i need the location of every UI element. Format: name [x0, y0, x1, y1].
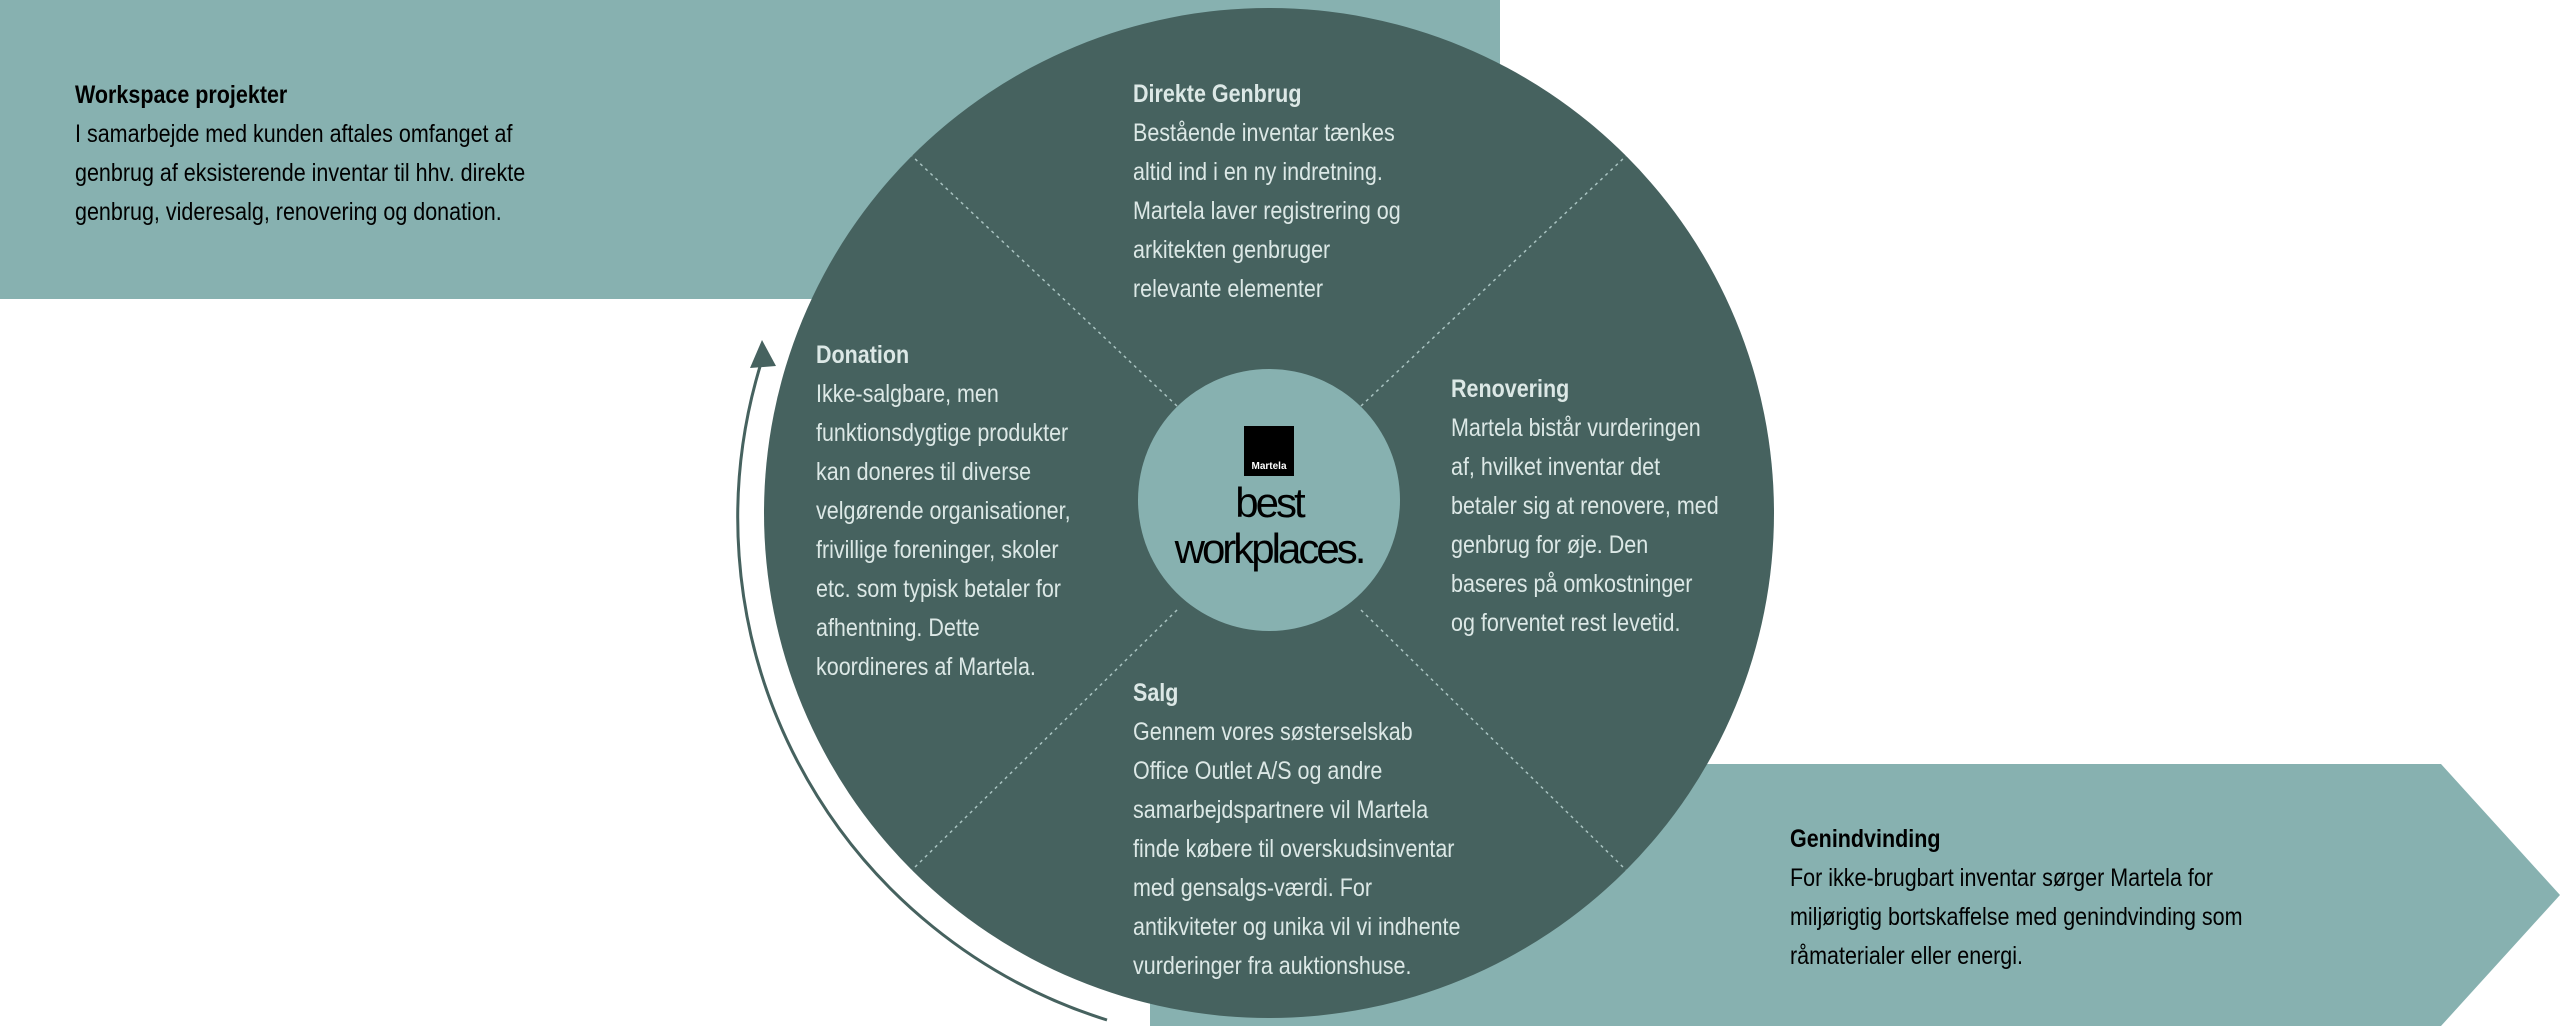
donation-block: Donation Ikke-salgbare, men funktionsdyg…: [816, 336, 1071, 687]
salg-title: Salg: [1133, 679, 1179, 707]
donation-line: velgørende organisationer,: [816, 497, 1071, 525]
salg-line: samarbejdspartnere vil Martela: [1133, 796, 1429, 824]
logo-line1: best: [1235, 479, 1305, 526]
martela-logo-square: Martela: [1244, 426, 1294, 476]
genindvinding-block: Genindvinding For ikke-brugbart inventar…: [1790, 820, 2243, 976]
workspace-title: Workspace projekter: [75, 81, 288, 109]
workspace-block: Workspace projekter I samarbejde med kun…: [75, 76, 525, 232]
donation-line: etc. som typisk betaler for: [816, 575, 1061, 603]
workspace-line: genbrug, videresalg, renovering og donat…: [75, 198, 502, 226]
salg-line: Gennem vores søsterselskab: [1133, 718, 1413, 746]
workspace-line: I samarbejde med kunden aftales omfanget…: [75, 120, 513, 148]
workspace-line: genbrug af eksisterende inventar til hhv…: [75, 159, 526, 187]
direkte-line: altid ind i en ny indretning.: [1133, 158, 1383, 186]
genindvinding-line: miljørigtig bortskaffelse med genindvind…: [1790, 903, 2243, 931]
renovering-block: Renovering Martela bistår vurderingen af…: [1451, 370, 1719, 643]
salg-line: finde købere til overskudsinventar: [1133, 835, 1455, 863]
salg-line: med gensalgs-værdi. For: [1133, 874, 1372, 902]
inner-circle: [1138, 369, 1400, 631]
renovering-line: af, hvilket inventar det: [1451, 453, 1661, 481]
renovering-line: baseres på omkostninger: [1451, 570, 1693, 598]
donation-line: Ikke-salgbare, men: [816, 380, 999, 408]
direkte-title: Direkte Genbrug: [1133, 80, 1302, 108]
cycle-arrow: [736, 359, 1108, 1022]
cycle-arrowhead-icon: [750, 340, 776, 368]
renovering-line: Martela bistår vurderingen: [1451, 414, 1701, 442]
donation-line: afhentning. Dette: [816, 614, 980, 642]
salg-block: Salg Gennem vores søsterselskab Office O…: [1133, 674, 1460, 986]
logo-line2: workplaces.: [1174, 525, 1367, 572]
direkte-block: Direkte Genbrug Bestående inventar tænke…: [1133, 75, 1401, 309]
donation-line: kan doneres til diverse: [816, 458, 1032, 486]
salg-line: vurderinger fra auktionshuse.: [1133, 952, 1412, 980]
direkte-line: arkitekten genbruger: [1133, 236, 1331, 264]
renovering-line: betaler sig at renovere, med: [1451, 492, 1719, 520]
genindvinding-line: For ikke-brugbart inventar sørger Martel…: [1790, 864, 2213, 892]
donation-line: funktionsdygtige produkter: [816, 419, 1069, 447]
divider-lines: [911, 155, 1627, 871]
renovering-line: genbrug for øje. Den: [1451, 531, 1649, 559]
renovering-title: Renovering: [1451, 375, 1570, 403]
donation-title: Donation: [816, 341, 910, 369]
salg-line: Office Outlet A/S og andre: [1133, 757, 1383, 785]
donation-line: frivillige foreninger, skoler: [816, 536, 1059, 564]
renovering-line: og forventet rest levetid.: [1451, 609, 1681, 637]
direkte-line: Bestående inventar tænkes: [1133, 119, 1395, 147]
direkte-line: Martela laver registrering og: [1133, 197, 1401, 225]
logo-brand: Martela: [1251, 461, 1287, 472]
martela-logo: Martela best workplaces.: [1139, 426, 1399, 572]
salg-line: antikviteter og unika vil vi indhente: [1133, 913, 1461, 941]
direkte-line: relevante elementer: [1133, 275, 1324, 303]
genindvinding-title: Genindvinding: [1790, 825, 1941, 853]
genindvinding-line: råmaterialer eller energi.: [1790, 942, 2024, 970]
donation-line: koordineres af Martela.: [816, 653, 1036, 681]
